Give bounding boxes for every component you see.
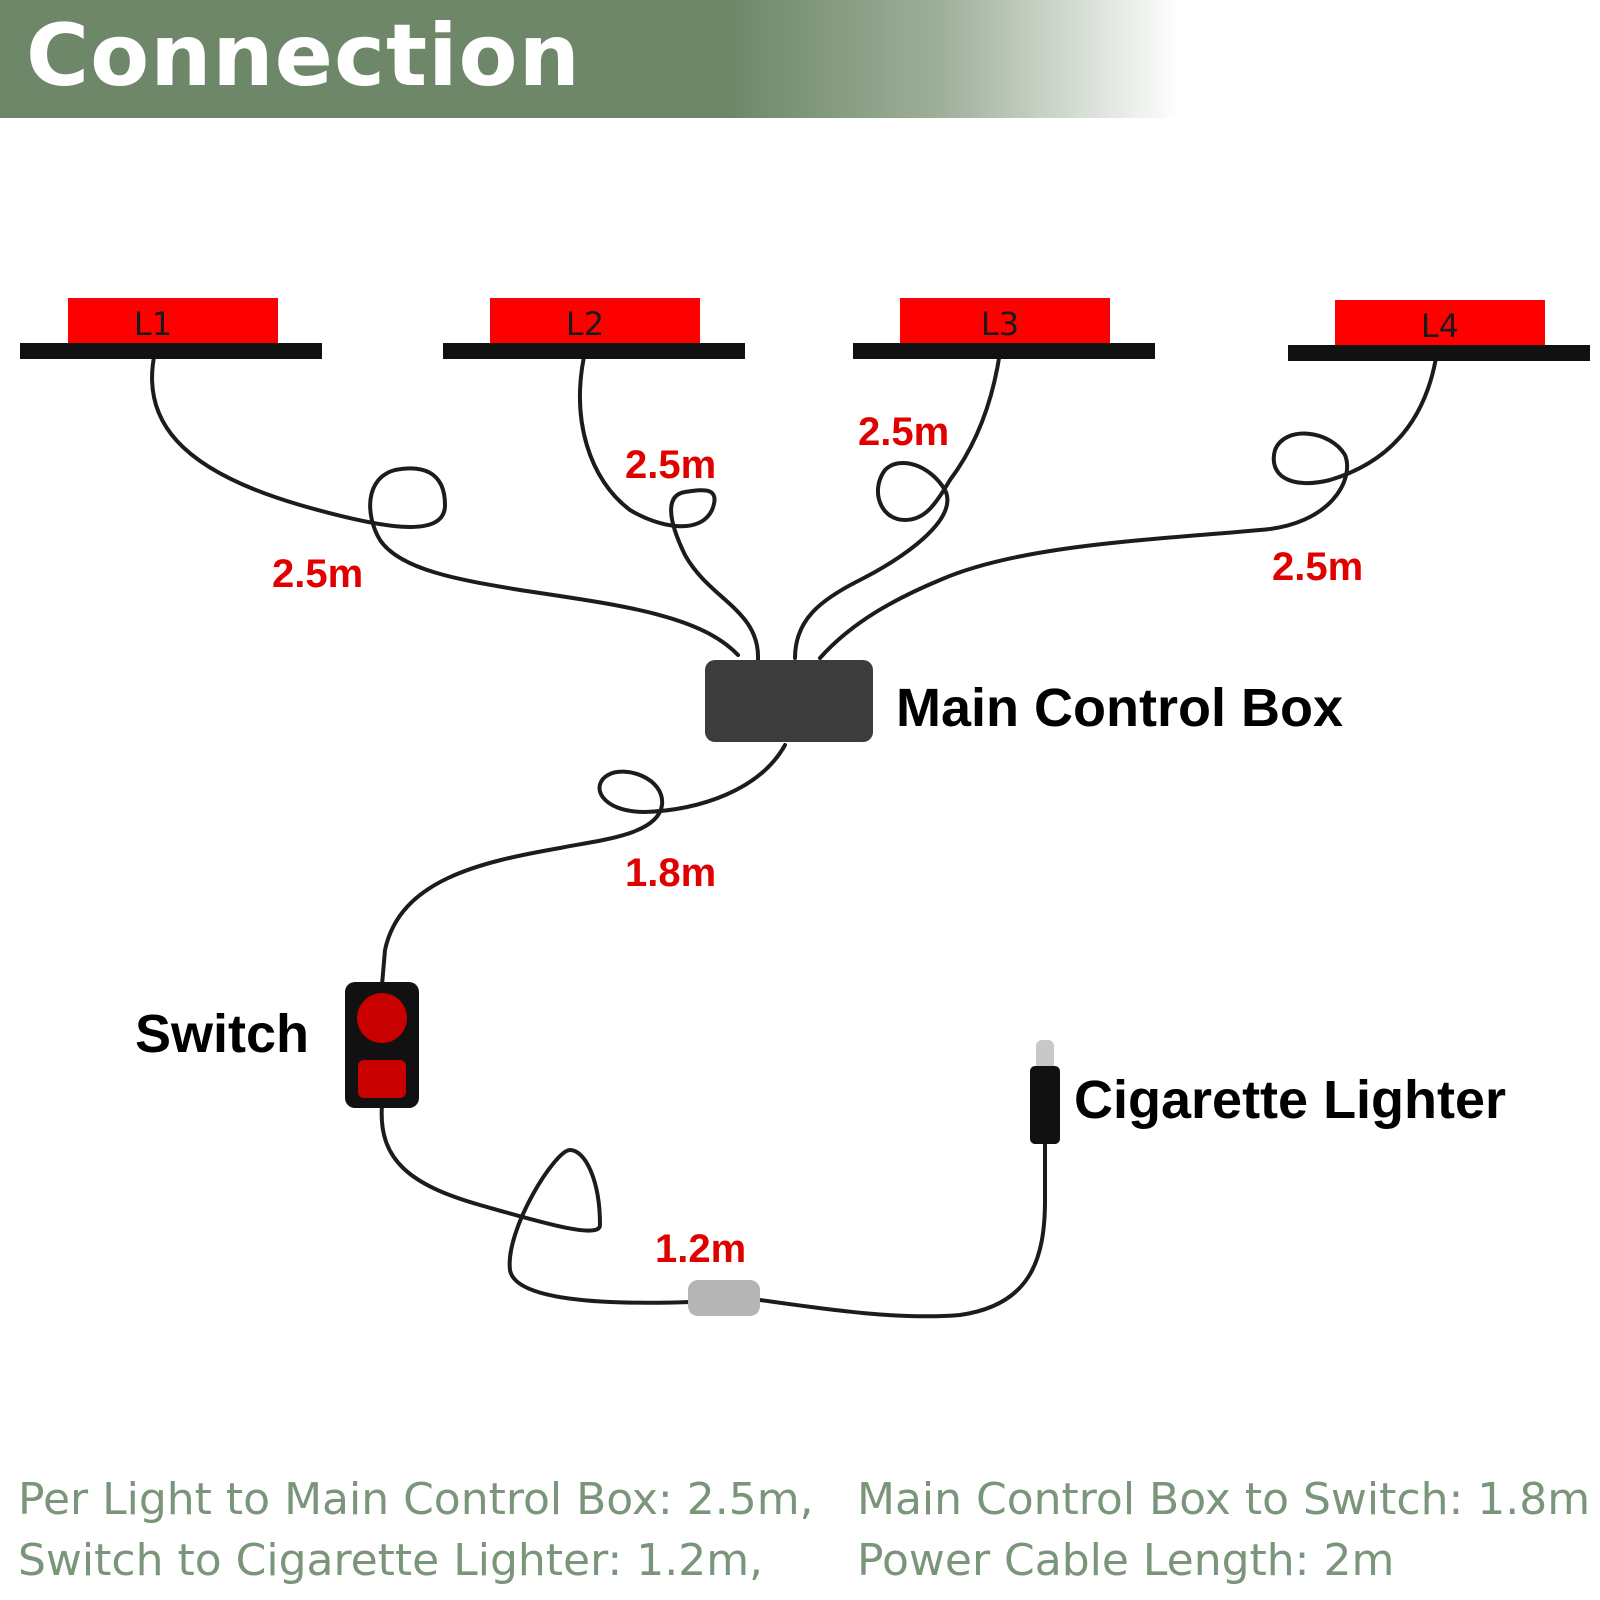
light-l1-label: L1 bbox=[134, 305, 172, 343]
wire-connector-to-lighter bbox=[758, 1140, 1047, 1319]
light-l2-label: L2 bbox=[566, 305, 604, 343]
caption-box-to-switch: Main Control Box to Switch: 1.8m bbox=[857, 1474, 1591, 1525]
cigarette-lighter-label: Cigarette Lighter bbox=[1074, 1070, 1506, 1130]
light-l4-base bbox=[1288, 345, 1590, 361]
wire-box-to-switch bbox=[380, 743, 787, 987]
light-l4: L4 bbox=[1288, 300, 1590, 361]
wire-l2 bbox=[578, 350, 761, 662]
light-l1-lens bbox=[68, 298, 278, 346]
light-l3: L3 bbox=[853, 298, 1155, 359]
light-l4-label: L4 bbox=[1421, 307, 1459, 345]
length-label-l1: 2.5m bbox=[272, 552, 363, 596]
inline-connector bbox=[688, 1280, 760, 1316]
caption-switch-to-lighter: Switch to Cigarette Lighter: 1.2m, bbox=[18, 1535, 764, 1586]
plug-tip bbox=[1036, 1040, 1054, 1070]
main-control-box bbox=[705, 660, 873, 742]
switch-label: Switch bbox=[135, 1004, 309, 1064]
length-label-switch-to-lighter: 1.2m bbox=[655, 1227, 746, 1271]
length-label-l2: 2.5m bbox=[625, 443, 716, 487]
header-band: Connection bbox=[0, 0, 1180, 118]
wire-l4 bbox=[818, 350, 1439, 660]
light-l2-base bbox=[443, 343, 745, 359]
light-l3-base bbox=[853, 343, 1155, 359]
wire-l3 bbox=[793, 350, 1002, 660]
light-l1-base bbox=[20, 343, 322, 359]
length-label-l4: 2.5m bbox=[1272, 545, 1363, 589]
cigarette-lighter-plug bbox=[1030, 1040, 1060, 1144]
length-label-box-to-switch: 1.8m bbox=[625, 851, 716, 895]
light-l1: L1 bbox=[20, 298, 322, 359]
switch-square-button bbox=[358, 1060, 406, 1098]
light-l3-lens bbox=[900, 298, 1110, 346]
wire-switch-to-connector bbox=[379, 1103, 692, 1305]
switch bbox=[345, 982, 419, 1108]
light-l2: L2 bbox=[443, 298, 745, 359]
light-l3-label: L3 bbox=[981, 305, 1019, 343]
switch-round-button bbox=[357, 993, 407, 1043]
plug-body bbox=[1030, 1066, 1060, 1144]
wire-l1 bbox=[150, 350, 740, 657]
caption-light-to-box: Per Light to Main Control Box: 2.5m, bbox=[18, 1474, 814, 1525]
light-l4-lens bbox=[1335, 300, 1545, 348]
page-title: Connection bbox=[26, 6, 581, 106]
length-label-l3: 2.5m bbox=[858, 410, 949, 454]
light-l2-lens bbox=[490, 298, 700, 346]
main-control-box-label: Main Control Box bbox=[896, 678, 1343, 738]
caption-power-cable-length: Power Cable Length: 2m bbox=[857, 1535, 1395, 1586]
